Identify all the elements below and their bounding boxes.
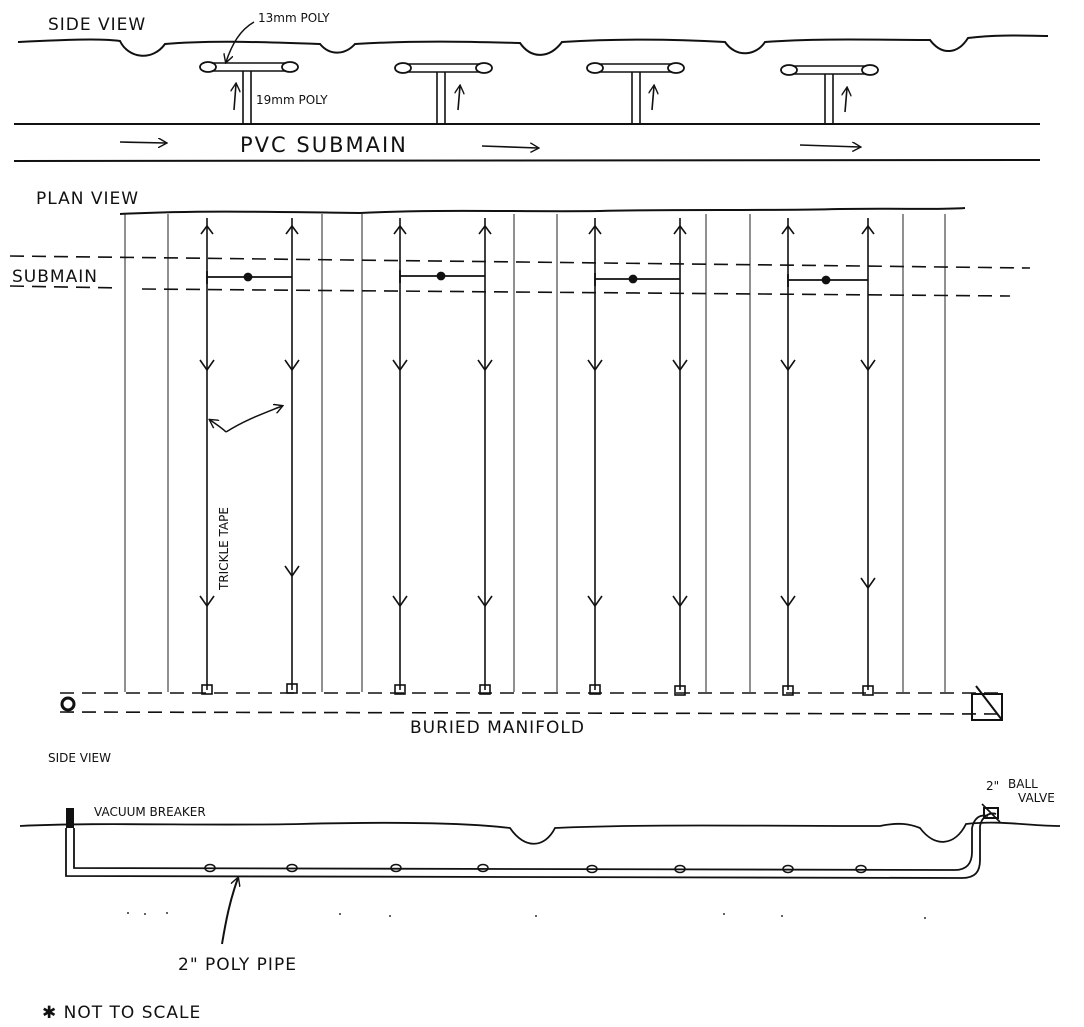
field-edge	[119, 207, 966, 215]
submain-dashed-top	[9, 255, 1031, 269]
vacuum-breaker-stub	[66, 808, 74, 828]
trickle-tape-label: TRICKLE TAPE	[217, 507, 231, 591]
plan-view-label: PLAN VIEW	[36, 189, 139, 209]
riser-2	[394, 62, 493, 124]
flow-chevrons	[199, 224, 876, 608]
header-pipes	[206, 270, 868, 287]
ball-valve	[983, 807, 999, 819]
poly-13mm-label: 13mm POLY	[258, 11, 330, 25]
emitter-holes	[204, 863, 867, 874]
buried-manifold-label: BURIED MANIFOLD	[410, 718, 585, 738]
plan-view: PLAN VIEW SUBMAIN	[9, 189, 1031, 738]
poly-pipe	[65, 812, 997, 879]
manifold-valve-box	[971, 685, 1003, 721]
riser-1	[199, 61, 299, 124]
manifold-end-cap	[60, 696, 76, 712]
top-side-view: SIDE VIEW	[13, 11, 1049, 162]
flow-arrows-top	[119, 142, 860, 148]
soil-speckles	[127, 912, 926, 919]
riser-4	[780, 64, 879, 124]
poly-19mm-label: 19mm POLY	[256, 93, 328, 107]
trickle-tapes	[206, 218, 869, 690]
poly-pipe-label: 2" POLY PIPE	[178, 955, 297, 975]
bottom-side-view: SIDE VIEW VACUUM BREAKER 2" BALL VALVE 2…	[19, 751, 1061, 975]
submain-dashed-bottom	[141, 288, 1011, 297]
manifold-connectors	[201, 683, 874, 696]
side-view-top-label: SIDE VIEW	[48, 15, 146, 35]
manifold-dashed-bottom	[59, 711, 1001, 715]
pvc-submain-label: PVC SUBMAIN	[240, 133, 408, 157]
vacuum-breaker-label: VACUUM BREAKER	[94, 805, 206, 819]
side-view-bottom-label: SIDE VIEW	[48, 751, 111, 765]
ball-valve-word-1: BALL	[1008, 777, 1038, 791]
riser-3	[586, 62, 685, 124]
ground-surface-top	[17, 34, 1049, 57]
pvc-submain-bottom-line	[13, 159, 1041, 162]
ground-surface-bottom	[19, 821, 1061, 845]
ball-valve-word-2: VALVE	[1018, 791, 1055, 805]
not-to-scale-note: ✱ NOT TO SCALE	[42, 1003, 201, 1023]
bed-lines	[124, 214, 946, 692]
ball-valve-size: 2"	[986, 779, 999, 793]
submain-label: SUBMAIN	[12, 267, 98, 287]
poly-pipe-leader	[221, 878, 238, 945]
